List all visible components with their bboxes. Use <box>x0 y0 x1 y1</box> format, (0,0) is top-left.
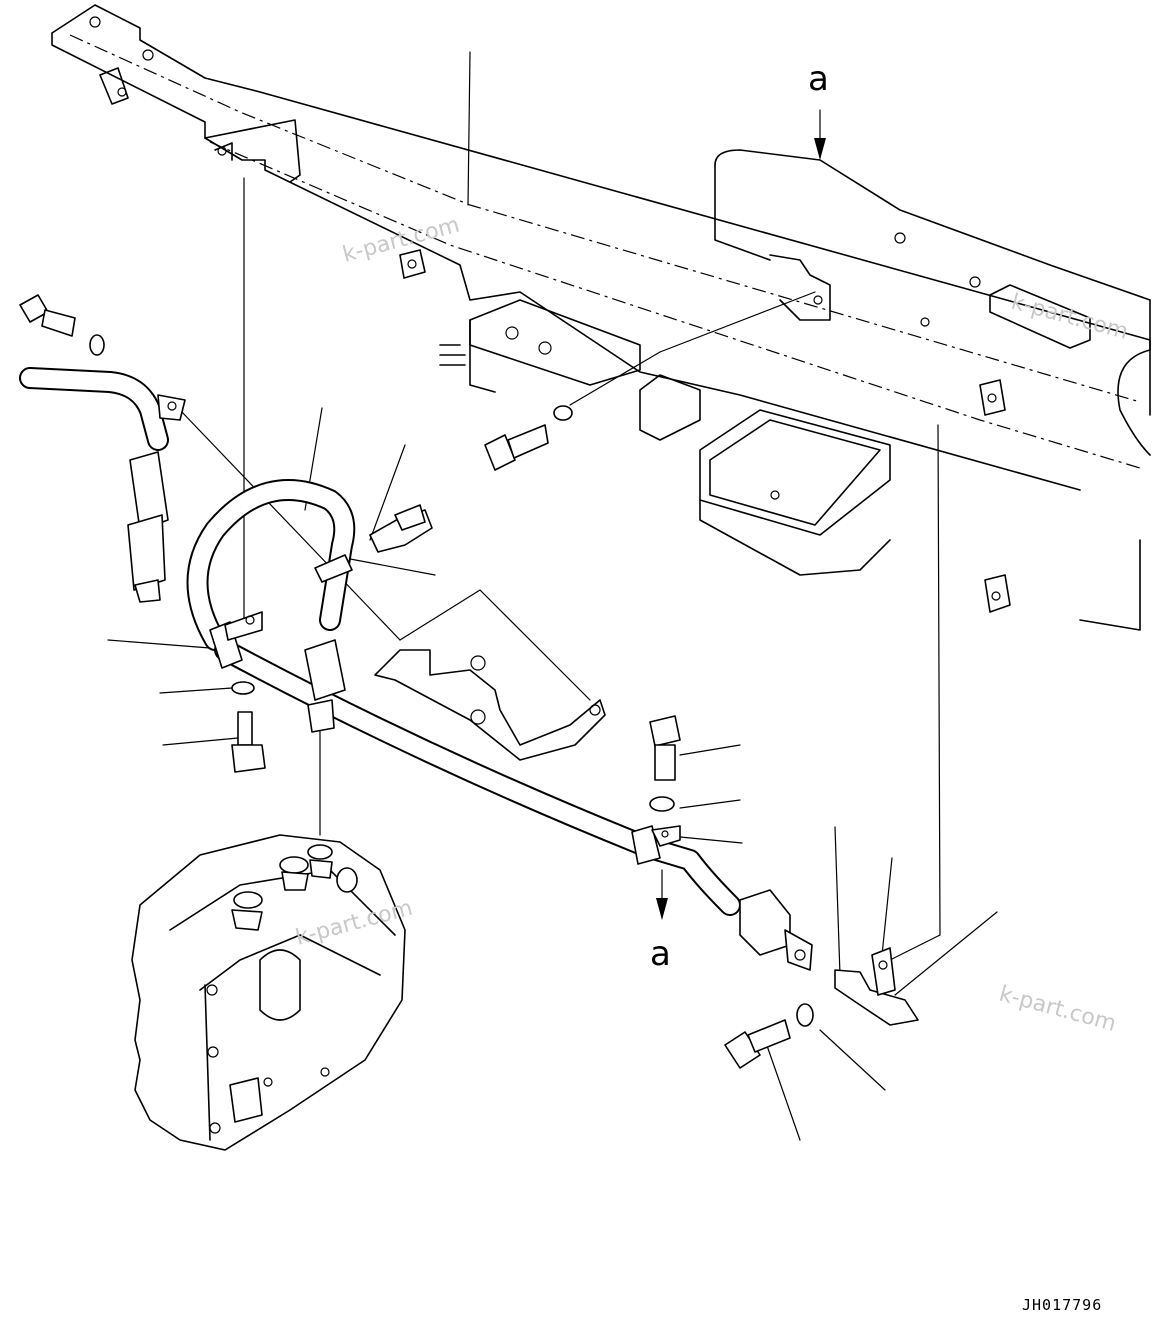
fasteners <box>19 294 919 1069</box>
watermark-2: k-part.com <box>1008 290 1130 345</box>
view-marker-bottom: a <box>650 934 671 974</box>
watermark-4: k-part.com <box>996 982 1118 1037</box>
view-marker-top: a <box>808 59 829 99</box>
frame-rail <box>51 4 1151 631</box>
leader-lines <box>107 51 998 1141</box>
drawing-code: JH017796 <box>1022 1296 1102 1314</box>
watermark-3: k-part.com <box>293 896 415 951</box>
support-bracket <box>374 649 606 761</box>
valve-body <box>131 834 406 1151</box>
hose-assembly <box>19 367 813 971</box>
